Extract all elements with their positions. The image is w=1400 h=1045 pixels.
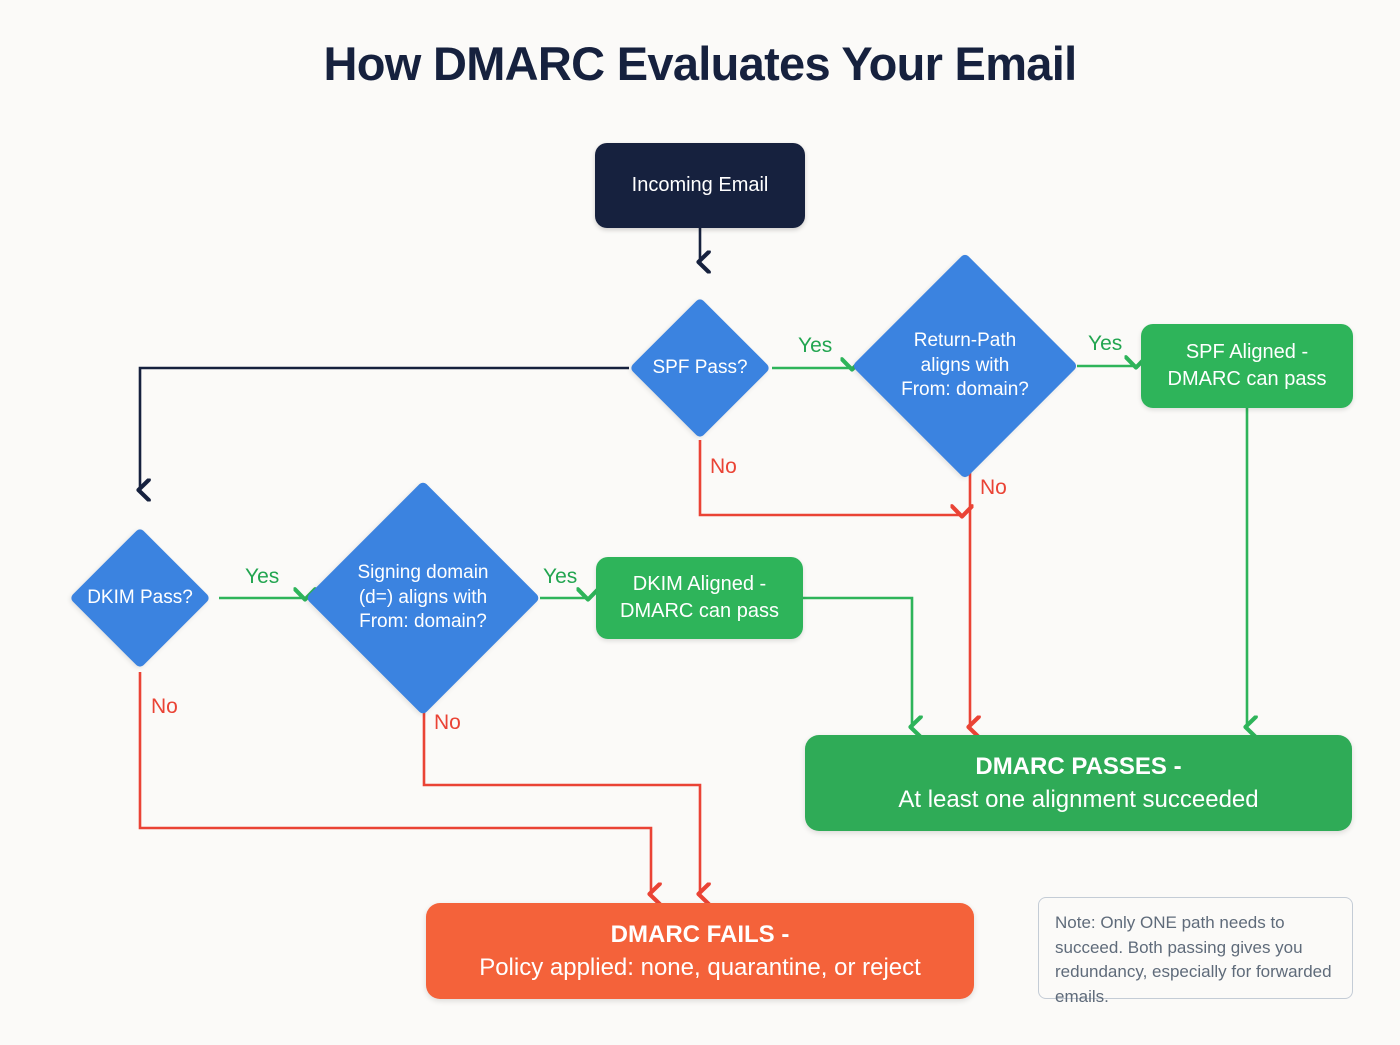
dmarc-fails-text: DMARC FAILS - Policy applied: none, quar… — [479, 918, 921, 984]
edge-dkim-no — [138, 672, 651, 894]
edge-signing-no — [422, 690, 700, 894]
node-return-path-alignment[interactable]: Return-Path aligns with From: domain? — [851, 252, 1079, 480]
edge-label-dkim-no: No — [151, 695, 178, 718]
edge-spf-to-dkim — [140, 366, 629, 490]
node-signing-domain-alignment-label: Signing domain (d=) aligns with From: do… — [357, 561, 489, 633]
edge-label-spf-yes: Yes — [798, 334, 833, 357]
node-dkim-aligned[interactable]: DKIM Aligned - DMARC can pass — [596, 557, 803, 639]
note-box: Note: Only ONE path needs to succeed. Bo… — [1038, 897, 1353, 1006]
edge-spf-no — [698, 440, 962, 515]
dmarc-fails-detail: Policy applied: none, quarantine, or rej… — [479, 954, 921, 981]
edge-label-return-path-yes: Yes — [1088, 332, 1123, 355]
node-incoming-email-label: Incoming Email — [631, 174, 769, 197]
node-dkim-pass[interactable]: DKIM Pass? — [69, 527, 211, 669]
node-dkim-pass-label: DKIM Pass? — [87, 586, 193, 608]
node-return-path-alignment-label: Return-Path aligns with From: domain? — [901, 329, 1029, 401]
edge-label-spf-no: No — [710, 455, 737, 478]
node-incoming-email[interactable]: Incoming Email — [595, 143, 805, 228]
node-spf-aligned-label: SPF Aligned - DMARC can pass — [1167, 341, 1327, 390]
dmarc-fails-headline: DMARC FAILS - — [610, 920, 790, 948]
edge-label-signing-yes: Yes — [543, 565, 578, 588]
node-signing-domain-alignment[interactable]: Signing domain (d=) aligns with From: do… — [305, 480, 541, 716]
node-dmarc-passes[interactable]: DMARC PASSES - At least one alignment su… — [805, 735, 1352, 831]
dmarc-passes-headline: DMARC PASSES - — [975, 752, 1182, 780]
node-dmarc-fails[interactable]: DMARC FAILS - Policy applied: none, quar… — [426, 903, 974, 999]
node-spf-pass[interactable]: SPF Pass? — [629, 297, 771, 439]
edge-label-dkim-yes: Yes — [245, 565, 280, 588]
dmarc-passes-text: DMARC PASSES - At least one alignment su… — [898, 750, 1258, 816]
node-spf-aligned[interactable]: SPF Aligned - DMARC can pass — [1141, 324, 1353, 408]
node-spf-pass-label: SPF Pass? — [652, 356, 748, 378]
edge-label-signing-no: No — [434, 711, 461, 734]
edge-label-return-path-no: No — [980, 476, 1007, 499]
node-dkim-aligned-label: DKIM Aligned - DMARC can pass — [620, 573, 779, 622]
edge-dkimaligned-to-pass — [803, 596, 912, 727]
dmarc-passes-detail: At least one alignment succeeded — [898, 786, 1259, 813]
page-title: How DMARC Evaluates Your Email — [323, 37, 1078, 90]
